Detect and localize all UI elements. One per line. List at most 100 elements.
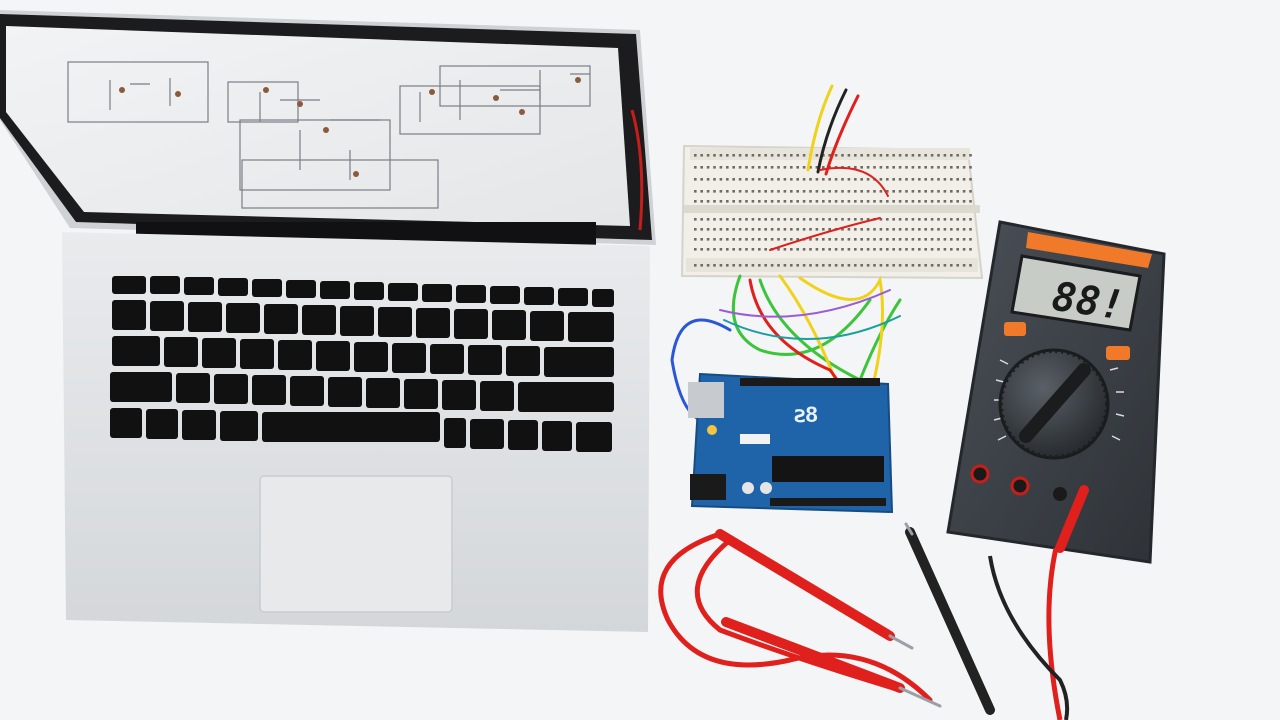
breadboard-hole [783,264,787,267]
breadboard-hole [841,190,844,193]
breadboard-hole [918,166,921,169]
breadboard-hole [873,264,876,267]
breadboard-hole [918,264,921,267]
breadboard-hole [905,264,908,267]
breadboard-hole [732,218,735,221]
breadboard-hole [719,264,723,267]
breadboard-hole [937,228,940,231]
probe-tip-2 [898,686,942,708]
breadboard-hole [706,154,710,157]
breadboard-hole [860,200,863,203]
breadboard-hole [854,178,857,181]
breadboard-hole [751,264,755,267]
breadboard-hole [847,178,851,181]
breadboard-hole [956,190,959,193]
breadboard-hole [950,200,953,203]
breadboard-hole [943,178,947,181]
breadboard-hole [745,264,748,267]
breadboard-hole [822,248,825,251]
wire-teal [723,315,901,340]
breadboard-hole [892,166,895,169]
breadboard-hole [879,248,883,251]
breadboard-hole [924,190,927,193]
breadboard-hole [860,238,863,241]
breadboard-hole [841,218,844,221]
breadboard-hole [726,200,729,203]
breadboard-hole [745,190,748,193]
breadboard-hole [854,190,857,193]
breadboard-hole [738,166,742,169]
breadboard-hole [719,238,723,241]
breadboard-hole [726,178,729,181]
breadboard-hole [969,264,972,267]
black-probe [904,522,995,715]
breadboard-hole [911,264,915,267]
breadboard-hole [713,238,716,241]
breadboard-hole [758,166,761,169]
breadboard-hole [751,190,755,193]
breadboard-hole [847,238,851,241]
hold-button [1004,322,1026,336]
breadboard-hole [732,154,735,157]
breadboard-hole [764,218,767,221]
breadboard-hole [937,166,940,169]
breadboard-hole [713,200,716,203]
breadboard-hole [956,248,959,251]
breadboard-hole [726,166,729,169]
breadboard-hole [918,238,921,241]
breadboard-hole [745,154,748,157]
red-lead-cable-2 [694,537,903,693]
breadboard-hole [956,200,959,203]
breadboard-hole [796,238,799,241]
center-channel [684,205,980,213]
breadboard-hole [930,166,934,169]
breadboard-hole [700,228,703,231]
breadboard-hole [796,248,799,251]
breadboard-hole [764,228,767,231]
breadboard-hole [713,248,716,251]
breadboard-hole [694,200,697,203]
multimeter: 88! [946,220,1166,720]
breadboard-hole [873,228,876,231]
laptop [0,10,656,632]
breadboard-hole [892,190,895,193]
breadboard-hole [796,218,799,221]
breadboard-hole [719,166,723,169]
breadboard-hole [732,178,735,181]
breadboard-hole [815,178,819,181]
breadboard-hole [841,178,844,181]
breadboard-hole [860,178,863,181]
breadboard-hole [969,228,972,231]
breadboard-hole [719,218,723,221]
breadboard-hole [828,178,831,181]
breadboard-hole [834,248,838,251]
breadboard-hole [950,218,953,221]
breadboard-hole [898,228,902,231]
breadboard-hole [905,178,908,181]
breadboard-hole [879,154,883,157]
breadboard-hole [930,238,934,241]
breadboard-hole [822,238,825,241]
breadboard-hole [854,218,857,221]
breadboard-hole [879,166,883,169]
breadboard-hole [790,166,793,169]
breadboard-hole [860,190,863,193]
breadboard-hole [726,218,729,221]
breadboard-hole [905,238,908,241]
breadboard-hole [758,190,761,193]
breadboard-hole [738,228,742,231]
breadboard-hole [930,154,934,157]
breadboard-hole [815,200,819,203]
breadboard-hole [930,200,934,203]
breadboard-hole [770,154,774,157]
breadboard-hole [770,238,774,241]
breadboard-hole [822,178,825,181]
breadboard-hole [764,190,767,193]
breadboard-hole [847,166,851,169]
breadboard-hole [866,264,870,267]
arduino-board: ꙅ8 [688,372,894,514]
breadboard-hole [738,154,742,157]
breadboard-hole [879,218,883,221]
breadboard-hole [809,200,812,203]
breadboard-hole [892,228,895,231]
